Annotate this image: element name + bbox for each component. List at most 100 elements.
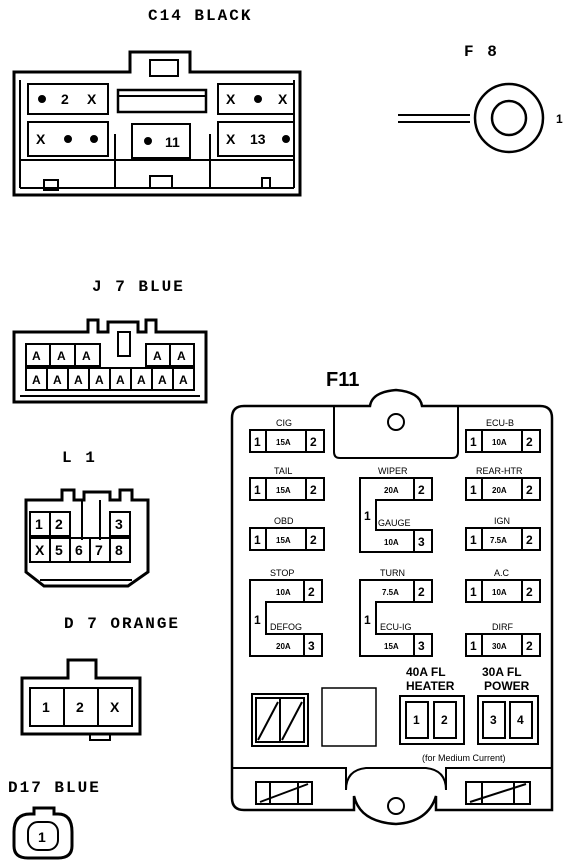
fuse-stop-amp: 10A xyxy=(276,588,291,597)
j7-pin-a: A xyxy=(95,373,104,387)
fuse-dirf-pin-2: 2 xyxy=(526,639,533,653)
fuse-ign-pin-2: 2 xyxy=(526,533,533,547)
c14-pin-x: X xyxy=(278,91,288,107)
c14-pin-x: X xyxy=(226,131,236,147)
l1-pin-x: X xyxy=(35,542,45,558)
fuse-stop-label: STOP xyxy=(270,568,294,578)
j7-pin-a: A xyxy=(32,373,41,387)
fl-heater-label: 40A FL xyxy=(406,665,446,679)
fl-power-pin-4: 4 xyxy=(517,713,524,727)
fuse-obd-amp: 15A xyxy=(276,536,291,545)
medium-current-note: (for Medium Current) xyxy=(422,753,506,763)
j7-pin-a: A xyxy=(158,373,167,387)
l1-pin-8: 8 xyxy=(115,542,123,558)
fuse-tail-pin-1: 1 xyxy=(254,483,261,497)
fuse-turn-amp: 7.5A xyxy=(382,588,399,597)
f11-fusebox: F11 CIG 1 15A 2 TAIL 1 15A 2 OBD 1 15A 2… xyxy=(230,369,554,826)
d17-title: D17 BLUE xyxy=(8,779,101,797)
fuse-tail-amp: 15A xyxy=(276,486,291,495)
fuse-tail-label: TAIL xyxy=(274,466,292,476)
l1-pin-5: 5 xyxy=(55,542,63,558)
j7-pin-a: A xyxy=(116,373,125,387)
j7-pin-a: A xyxy=(137,373,146,387)
j7-connector: J 7 BLUE A A A A A A A A A A A A A xyxy=(12,278,208,404)
d7-pin-2: 2 xyxy=(76,699,84,715)
fuse-ign-amp: 7.5A xyxy=(490,536,507,545)
c14-pin-13: 13 xyxy=(250,131,266,147)
fl-heater-pin-1: 1 xyxy=(413,713,420,727)
fuse-dirf-pin-1: 1 xyxy=(470,639,477,653)
fuse-rearhtr-label: REAR-HTR xyxy=(476,466,523,476)
fuse-ac-label: A.C xyxy=(494,568,510,578)
j7-pin-a: A xyxy=(74,373,83,387)
c14-pin-11: 11 xyxy=(165,134,180,150)
c14-pin-x: X xyxy=(87,91,97,107)
c14-connector: C14 BLACK 2 X X 11 X X X 13 xyxy=(12,7,302,197)
fuse-cig-pin-1: 1 xyxy=(254,435,261,449)
fuse-dirf-label: DIRF xyxy=(492,622,513,632)
fl-power-label-2: POWER xyxy=(484,679,530,693)
f8-title: F 8 xyxy=(464,43,499,61)
fuse-obd-pin-1: 1 xyxy=(254,533,261,547)
j7-pin-a: A xyxy=(179,373,188,387)
j7-pin-a: A xyxy=(153,349,162,363)
l1-pin-6: 6 xyxy=(75,542,83,558)
l1-pin-2: 2 xyxy=(55,516,63,532)
d7-title: D 7 ORANGE xyxy=(64,615,180,633)
c14-pin-x: X xyxy=(226,91,236,107)
j7-pin-a: A xyxy=(82,349,91,363)
fuse-ecub-amp: 10A xyxy=(492,438,507,447)
fuse-ecuig-amp: 15A xyxy=(384,642,399,651)
fuse-gauge-amp: 10A xyxy=(384,538,399,547)
fuse-dirf-amp: 30A xyxy=(492,642,507,651)
fuse-wiper-amp: 20A xyxy=(384,486,399,495)
fuse-gauge-pin-3: 3 xyxy=(418,535,425,549)
fuse-turn-label: TURN xyxy=(380,568,405,578)
fuse-defog-label: DEFOG xyxy=(270,622,302,632)
d17-connector: D17 BLUE 1 xyxy=(8,779,101,860)
spare-slot xyxy=(465,781,531,805)
fuse-ecuig-pin-3: 3 xyxy=(418,639,425,653)
l1-connector: L 1 1 2 3 X 5 6 7 8 xyxy=(24,449,150,588)
d7-connector: D 7 ORANGE 1 2 X xyxy=(20,615,180,741)
fuse-obd-label: OBD xyxy=(274,516,294,526)
fuse-obd-pin-2: 2 xyxy=(310,533,317,547)
l1-pin-7: 7 xyxy=(95,542,103,558)
fuse-cig-amp: 15A xyxy=(276,438,291,447)
fuse-wg-pin-1: 1 xyxy=(364,509,371,523)
fl-heater-pin-2: 2 xyxy=(441,713,448,727)
d7-pin-1: 1 xyxy=(42,699,50,715)
fuse-sd-pin-1: 1 xyxy=(254,613,261,627)
fuse-ac-pin-1: 1 xyxy=(470,585,477,599)
d7-pin-x: X xyxy=(110,699,120,715)
fl-power-pin-3: 3 xyxy=(490,713,497,727)
fuse-ecub-pin-2: 2 xyxy=(526,435,533,449)
relay-block xyxy=(251,693,309,747)
fuse-defog-pin-3: 3 xyxy=(308,639,315,653)
fuse-ign-pin-1: 1 xyxy=(470,533,477,547)
fuse-rearhtr-pin-2: 2 xyxy=(526,483,533,497)
fl-power-label: 30A FL xyxy=(482,665,522,679)
fuse-cig-pin-2: 2 xyxy=(310,435,317,449)
l1-title: L 1 xyxy=(62,449,97,467)
fuse-rearhtr-pin-1: 1 xyxy=(470,483,477,497)
fuse-gauge-label: GAUGE xyxy=(378,518,411,528)
j7-pin-a: A xyxy=(177,349,186,363)
f11-title: F11 xyxy=(326,369,359,391)
fuse-tail-pin-2: 2 xyxy=(310,483,317,497)
fl-heater-label-2: HEATER xyxy=(406,679,455,693)
c14-title: C14 BLACK xyxy=(148,7,252,25)
j7-pin-a: A xyxy=(53,373,62,387)
f8-pin-1: 1 xyxy=(556,112,563,126)
fuse-turn-pin-2: 2 xyxy=(418,585,425,599)
fuse-ign-label: IGN xyxy=(494,516,510,526)
fuse-ecub-label: ECU-B xyxy=(486,418,514,428)
l1-pin-1: 1 xyxy=(35,516,43,532)
fuse-cig-label: CIG xyxy=(276,418,292,428)
fuse-ecub-pin-1: 1 xyxy=(470,435,477,449)
l1-pin-3: 3 xyxy=(115,516,123,532)
fuse-ecuig-label: ECU-IG xyxy=(380,622,412,632)
fuse-defog-amp: 20A xyxy=(276,642,291,651)
fuse-wiper-pin-2: 2 xyxy=(418,483,425,497)
